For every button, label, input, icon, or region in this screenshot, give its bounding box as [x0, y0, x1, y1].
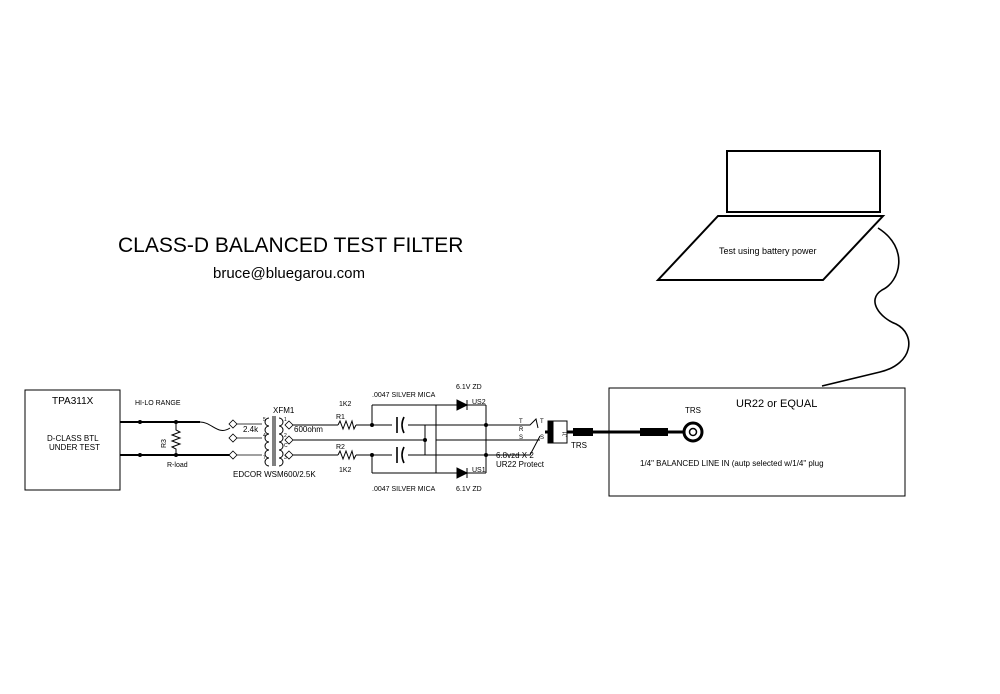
zd-top-label: 6.1V ZD — [456, 384, 482, 391]
us2-label: US2 — [472, 399, 486, 406]
pin-2: 2 — [284, 433, 287, 439]
capacitor-bottom — [396, 446, 405, 464]
r3-label: R3 — [161, 439, 168, 448]
resistor-r1 — [337, 419, 357, 431]
j1-label: J1 — [563, 430, 569, 437]
dut-line1: D-CLASS BTL — [47, 434, 99, 443]
zener-diode-us1 — [455, 467, 471, 479]
interface-box — [608, 387, 906, 497]
laptop-icon — [655, 150, 886, 281]
transformer-xfm1 — [264, 416, 284, 467]
rload-label: R-load — [167, 462, 188, 469]
hilo-range-label: HI-LO RANGE — [135, 400, 181, 407]
jack-s2-label: S — [540, 435, 544, 441]
zd-bottom-label: 6.1V ZD — [456, 486, 482, 493]
interface-name: UR22 or EQUAL — [736, 398, 817, 410]
trs-jack-icon — [682, 421, 704, 443]
mica-bottom-label: .0047 SILVER MICA — [372, 486, 436, 493]
jack-r-label: R — [519, 427, 524, 433]
usb-cable — [821, 227, 910, 387]
pin-1: 1 — [284, 417, 287, 423]
page-subtitle: bruce@bluegarou.com — [213, 265, 365, 282]
laptop-label: Test using battery power — [719, 246, 817, 256]
jack-t2-label: T — [540, 419, 544, 425]
interface-description: 1/4" BALANCED LINE IN (autp selected w/1… — [640, 459, 824, 468]
load-resistor-r3 — [170, 422, 182, 455]
pin-7: 7 — [263, 455, 266, 461]
xfm-ratio-label: 2.4k — [243, 425, 259, 434]
capacitor-top — [396, 416, 405, 434]
edcor-label: EDCOR WSM600/2.5K — [233, 470, 316, 479]
trs-cable — [545, 428, 684, 436]
dut-name: TPA311X — [52, 396, 94, 407]
us1-label: US1 — [472, 467, 486, 474]
resistor-r2 — [337, 449, 357, 461]
xfm-label: XFM1 — [273, 406, 295, 415]
jack-j1 — [508, 418, 568, 456]
pin-3: 3 — [284, 455, 287, 461]
page-title: CLASS-D BALANCED TEST FILTER — [118, 234, 463, 257]
protect-line2: UR22 Protect — [496, 460, 545, 469]
signal-wires — [293, 404, 540, 474]
jack-t-label: T — [519, 419, 523, 425]
jack-s-label: S — [519, 435, 523, 441]
r2-label: R2 — [336, 444, 345, 451]
dut-box — [24, 389, 121, 491]
transformer-input-terminals — [228, 419, 262, 460]
dut-line2: UNDER TEST — [49, 443, 100, 452]
pin-c: C — [284, 443, 288, 449]
mica-top-label: .0047 SILVER MICA — [372, 392, 436, 399]
transformer-output-terminals — [284, 420, 294, 460]
pin-5: 5 — [263, 417, 266, 423]
xfm-impedance-label: 600ohm — [294, 425, 323, 434]
range-switch-line — [199, 421, 231, 431]
r2-value: 1K2 — [339, 467, 352, 474]
zener-diode-us2 — [455, 399, 471, 411]
r1-value: 1K2 — [339, 401, 352, 408]
interface-jack-label: TRS — [685, 406, 701, 415]
pin-4: 4 — [263, 433, 266, 439]
r1-label: R1 — [336, 414, 345, 421]
trs-cable-label: TRS — [571, 441, 587, 450]
protect-line1: 6.8vzd X 2 — [496, 451, 534, 460]
